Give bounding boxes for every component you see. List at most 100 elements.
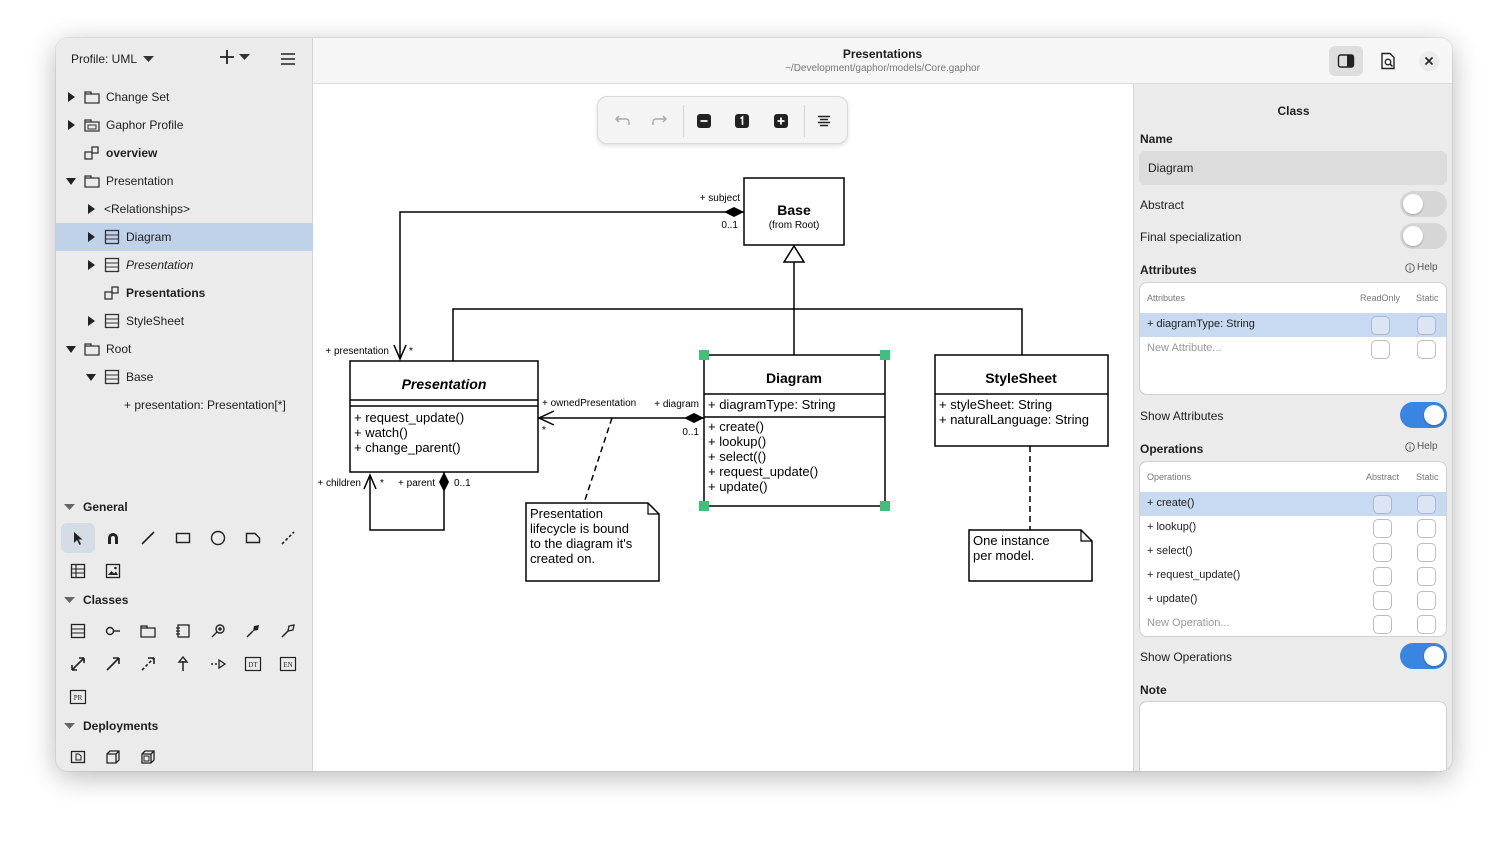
operation-row[interactable]: + update()	[1140, 588, 1446, 612]
section-general[interactable]: General	[64, 500, 128, 514]
comment-line-tool[interactable]	[271, 523, 305, 553]
expander-right-icon[interactable]	[66, 92, 76, 102]
table-tool[interactable]	[61, 556, 95, 586]
operation-text[interactable]: + create()	[1147, 497, 1195, 509]
expander-down-icon[interactable]	[66, 344, 76, 354]
show-operations-switch[interactable]	[1400, 643, 1447, 669]
profile-dropdown[interactable]: Profile: UML	[71, 52, 155, 66]
package-tool[interactable]	[131, 616, 165, 646]
show-attributes-switch[interactable]	[1400, 402, 1447, 428]
operation-text[interactable]: + request_update()	[1147, 569, 1241, 581]
abstract-switch[interactable]	[1400, 191, 1447, 217]
containment-tool[interactable]	[201, 616, 235, 646]
align-button[interactable]	[809, 106, 839, 136]
image-tool[interactable]	[96, 556, 130, 586]
note-textarea[interactable]	[1139, 701, 1447, 771]
static-checkbox[interactable]	[1417, 591, 1436, 610]
comment-note-instance[interactable]: One instance per model.	[968, 446, 1093, 582]
find-document-button[interactable]	[1371, 46, 1405, 76]
tree-item-root[interactable]: Root	[56, 335, 313, 363]
close-window-button[interactable]	[1412, 46, 1446, 76]
operation-row[interactable]: + lookup()	[1140, 516, 1446, 540]
readonly-checkbox[interactable]	[1371, 316, 1390, 335]
rectangle-tool[interactable]	[166, 523, 200, 553]
resize-handle[interactable]	[880, 501, 890, 511]
comment-note-lifecycle[interactable]: Presentation lifecycle is bound to the d…	[525, 417, 660, 582]
generalization-tool[interactable]	[166, 649, 200, 679]
magnet-tool[interactable]	[96, 523, 130, 553]
interface-tool[interactable]	[96, 616, 130, 646]
new-attribute-placeholder[interactable]: New Attribute...	[1147, 342, 1222, 354]
static-checkbox[interactable]	[1417, 316, 1436, 335]
enumeration-tool[interactable]	[166, 616, 200, 646]
expander-right-icon[interactable]	[86, 316, 96, 326]
tree-item-overview[interactable]: overview	[56, 139, 313, 167]
static-checkbox[interactable]	[1417, 615, 1436, 634]
device-tool[interactable]	[131, 742, 165, 771]
association-tool[interactable]	[96, 649, 130, 679]
abstract-checkbox[interactable]	[1373, 591, 1392, 610]
association-children-parent[interactable]: + children * + parent 0..1	[317, 472, 471, 531]
abstract-checkbox[interactable]	[1373, 495, 1392, 514]
tree-item-change-set[interactable]: Change Set	[56, 83, 313, 111]
primitive-tool[interactable]: PR	[61, 682, 95, 712]
interface-realization-tool[interactable]	[201, 649, 235, 679]
tree-item-gaphor-profile[interactable]: Gaphor Profile	[56, 111, 313, 139]
artifact-tool[interactable]	[61, 742, 95, 771]
final-specialization-switch[interactable]	[1400, 223, 1447, 249]
aggregation-tool[interactable]	[271, 616, 305, 646]
zoom-reset-button[interactable]	[727, 106, 757, 136]
operation-row[interactable]: + request_update()	[1140, 564, 1446, 588]
node-tool[interactable]	[96, 742, 130, 771]
class-stylesheet[interactable]: StyleSheet + styleSheet: String + natura…	[934, 354, 1109, 447]
hamburger-menu-button[interactable]	[280, 52, 296, 71]
expander-right-icon[interactable]	[86, 260, 96, 270]
class-diagram[interactable]: Diagram + diagramType: String + create()…	[699, 350, 890, 511]
tree-item-base[interactable]: Base	[56, 363, 313, 391]
dependency-tool[interactable]	[131, 649, 165, 679]
tree-item-diagram[interactable]: Diagram	[56, 223, 313, 251]
expander-right-icon[interactable]	[66, 120, 76, 130]
operation-row[interactable]: + create()	[1140, 492, 1446, 516]
section-classes[interactable]: Classes	[64, 593, 128, 607]
tree-item-relationships[interactable]: <Relationships>	[56, 195, 313, 223]
toggle-property-panel-button[interactable]	[1329, 46, 1363, 76]
resize-handle[interactable]	[880, 350, 890, 360]
static-checkbox[interactable]	[1417, 340, 1436, 359]
diagram-canvas[interactable]: Base (from Root) + subject 0..1 + presen…	[313, 84, 1133, 771]
tree-item-presentations-diagram[interactable]: Presentations	[56, 279, 313, 307]
abstract-checkbox[interactable]	[1373, 567, 1392, 586]
operations-help-button[interactable]: Help	[1405, 441, 1438, 452]
static-checkbox[interactable]	[1417, 567, 1436, 586]
generalization-edges[interactable]	[452, 244, 1023, 361]
add-element-button[interactable]	[219, 49, 250, 65]
comment-tool[interactable]	[236, 523, 270, 553]
attribute-row[interactable]: + diagramType: String	[1140, 313, 1446, 337]
static-checkbox[interactable]	[1417, 543, 1436, 562]
tree-item-presentation-package[interactable]: Presentation	[56, 167, 313, 195]
expander-down-icon[interactable]	[86, 372, 96, 382]
composition-tool[interactable]	[236, 616, 270, 646]
bidirectional-association-tool[interactable]	[61, 649, 95, 679]
static-checkbox[interactable]	[1417, 495, 1436, 514]
zoom-out-button[interactable]	[689, 106, 719, 136]
datatype-tool[interactable]: DT	[236, 649, 270, 679]
expander-down-icon[interactable]	[66, 176, 76, 186]
enumeration-literal-tool[interactable]: EN	[271, 649, 305, 679]
tree-item-stylesheet[interactable]: StyleSheet	[56, 307, 313, 335]
attributes-help-button[interactable]: Help	[1405, 262, 1438, 273]
uml-diagram[interactable]: Base (from Root) + subject 0..1 + presen…	[313, 84, 1133, 771]
name-field[interactable]: Diagram	[1139, 151, 1447, 185]
new-attribute-row[interactable]: New Attribute...	[1140, 337, 1446, 361]
tree-item-presentation-class[interactable]: Presentation	[56, 251, 313, 279]
resize-handle[interactable]	[699, 501, 709, 511]
line-tool[interactable]	[131, 523, 165, 553]
undo-button[interactable]	[607, 106, 637, 136]
operation-text[interactable]: + lookup()	[1147, 521, 1197, 533]
static-checkbox[interactable]	[1417, 519, 1436, 538]
readonly-checkbox[interactable]	[1371, 340, 1390, 359]
class-base[interactable]: Base (from Root)	[743, 177, 845, 246]
abstract-checkbox[interactable]	[1373, 615, 1392, 634]
section-deployments[interactable]: Deployments	[64, 719, 158, 733]
association-owned-presentation[interactable]: + ownedPresentation * + diagram 0..1	[537, 398, 704, 438]
